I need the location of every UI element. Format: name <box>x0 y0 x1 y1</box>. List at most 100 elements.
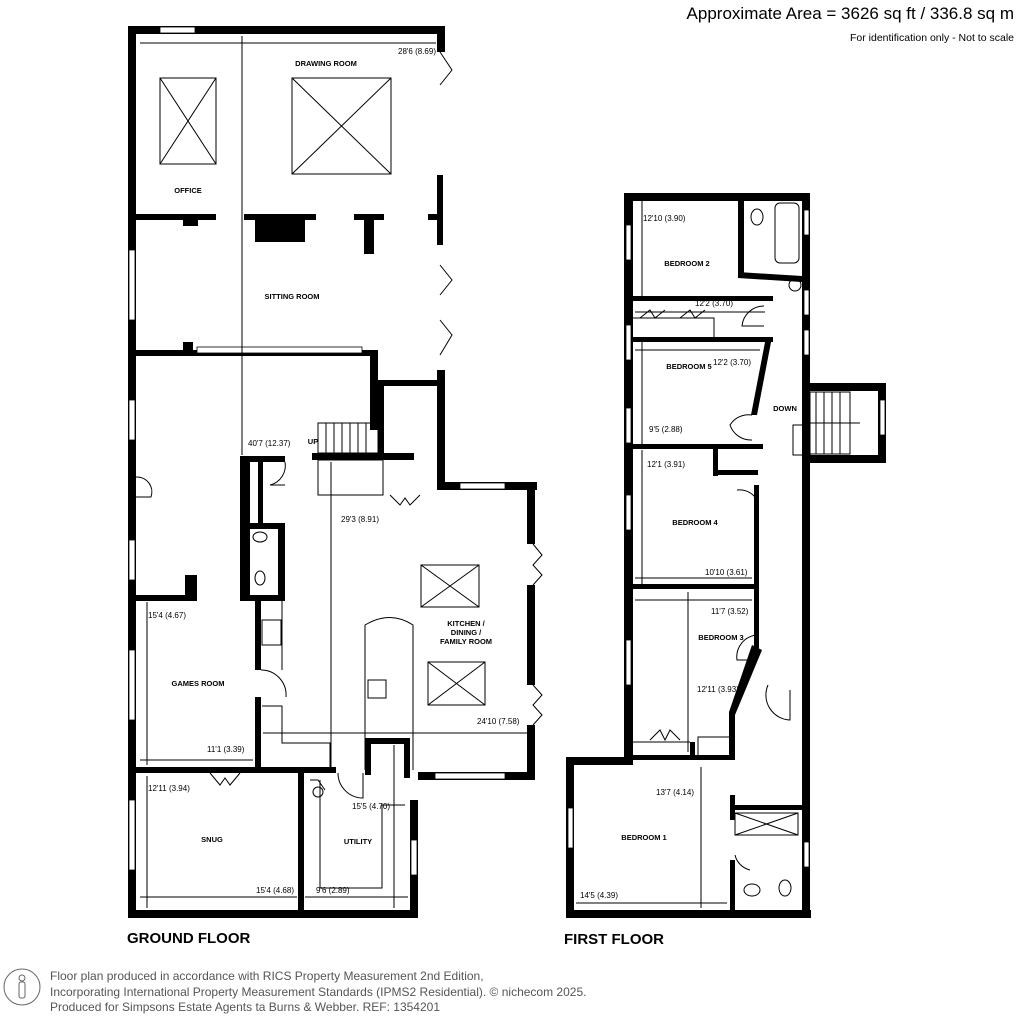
wall <box>364 214 374 254</box>
wall <box>527 585 535 685</box>
wall <box>136 214 216 220</box>
person-icon <box>3 968 41 1006</box>
room-label-kitchen: DINING / <box>451 628 482 637</box>
wall <box>802 383 886 391</box>
wall <box>298 770 304 915</box>
toilet-icon <box>778 879 792 897</box>
window <box>128 799 136 871</box>
window <box>803 209 810 236</box>
door <box>765 684 791 721</box>
wall <box>240 595 285 601</box>
wall <box>312 453 414 460</box>
dimension: 12'11 (3.93) <box>697 685 739 694</box>
dimension: 15'4 (4.67) <box>148 611 186 620</box>
door <box>135 476 153 498</box>
dimension: 10'10 (3.61) <box>705 568 748 577</box>
wall <box>730 795 735 820</box>
toilet-icon <box>254 570 266 586</box>
room-label-kitchen: FAMILY ROOM <box>440 637 492 646</box>
wall <box>128 26 445 34</box>
first-floor-plan: BEDROOM 2 BEDROOM 5 BEDROOM 4 BEDROOM 3 … <box>566 193 886 918</box>
wall <box>376 380 438 386</box>
wall <box>754 589 759 649</box>
bifold-door <box>439 319 453 356</box>
window <box>128 399 136 441</box>
wardrobe <box>649 729 681 742</box>
wall <box>437 26 445 52</box>
window <box>128 649 136 721</box>
wall <box>729 645 762 760</box>
stair-label-down: DOWN <box>773 404 797 413</box>
dimension: 9'5 (2.88) <box>649 425 683 434</box>
wall <box>810 455 886 463</box>
window <box>625 224 632 261</box>
wall <box>365 738 410 744</box>
wall <box>751 337 772 415</box>
dimension: 40'7 (12.37) <box>248 439 291 448</box>
wall <box>624 193 810 201</box>
room-label-snug: SNUG <box>201 835 223 844</box>
dimension: 11'1 (3.39) <box>207 745 245 754</box>
boiler-icon <box>312 786 324 798</box>
window <box>625 407 632 444</box>
dimension: 11'7 (3.52) <box>711 607 749 616</box>
bifold-door <box>532 684 543 726</box>
wall <box>633 296 773 301</box>
dimension: 15'4 (4.68) <box>256 886 294 895</box>
basin-icon <box>788 278 802 292</box>
window <box>625 639 632 686</box>
wall <box>566 757 633 765</box>
basin-icon <box>252 531 268 543</box>
wall <box>255 600 261 670</box>
fireplace <box>255 214 305 242</box>
wall <box>136 767 336 773</box>
wall <box>128 910 418 918</box>
room-label-bedroom-5: BEDROOM 5 <box>666 362 711 371</box>
window <box>410 839 418 876</box>
wall <box>136 595 196 601</box>
wall <box>365 740 371 775</box>
room-label-games-room: GAMES ROOM <box>172 679 225 688</box>
bifold-door <box>439 264 453 296</box>
bath-icon <box>774 202 800 264</box>
dimension: 29'3 (8.91) <box>341 515 379 524</box>
skylight <box>291 77 392 175</box>
wall <box>633 755 733 760</box>
dimension: 12'2 (3.70) <box>713 358 751 367</box>
window <box>567 807 574 849</box>
wall <box>183 342 193 356</box>
wall <box>527 725 535 780</box>
dimension: 12'2 (3.70) <box>695 299 733 308</box>
shower-tray <box>734 812 799 836</box>
door <box>741 305 765 327</box>
door <box>269 461 286 486</box>
dimension: 12'10 (3.90) <box>643 214 686 223</box>
kitchen-island <box>364 617 414 770</box>
window <box>434 772 506 780</box>
window <box>459 482 506 490</box>
window <box>128 539 136 581</box>
wall <box>185 575 197 601</box>
dimension: 13'7 (4.14) <box>656 788 694 797</box>
room-label-bedroom-3: BEDROOM 3 <box>698 633 743 642</box>
ground-floor-title: GROUND FLOOR <box>127 930 251 947</box>
door <box>736 489 758 501</box>
wall <box>437 175 443 245</box>
wall <box>690 742 695 760</box>
window <box>128 249 136 321</box>
footer-line: Produced for Simpsons Estate Agents ta B… <box>50 1000 440 1014</box>
wall <box>258 456 263 526</box>
wardrobe <box>639 309 666 319</box>
door <box>260 669 287 698</box>
wall <box>255 697 261 770</box>
wall <box>378 386 384 456</box>
bifold-door <box>439 51 453 86</box>
window <box>803 841 810 868</box>
wall <box>437 370 445 490</box>
window <box>879 399 886 436</box>
room-label-bedroom-1: BEDROOM 1 <box>621 833 666 842</box>
wall <box>633 444 763 449</box>
dimension: 9'6 (2.89) <box>316 886 350 895</box>
dimension: 15'5 (4.70) <box>352 802 390 811</box>
approximate-area: Approximate Area = 3626 sq ft / 336.8 sq… <box>686 4 1014 23</box>
